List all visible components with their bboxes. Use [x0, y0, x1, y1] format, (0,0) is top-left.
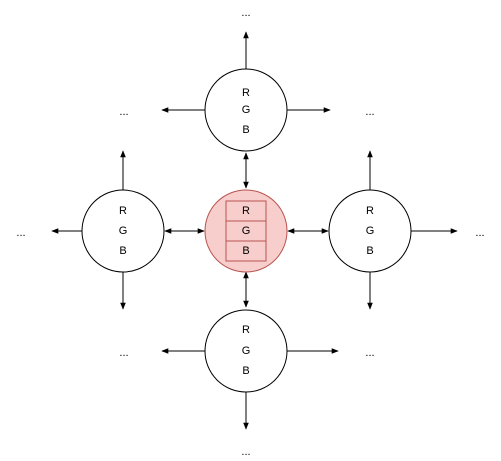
ellipsis-bottom-right: ... — [365, 347, 374, 359]
node-bottom-circle — [204, 309, 288, 393]
node-top-circle — [204, 68, 288, 152]
node-center-label-r: R — [242, 205, 250, 217]
ellipsis-bottom: ... — [241, 446, 250, 458]
ellipsis-top-right: ... — [365, 106, 374, 118]
node-top-label-g: G — [242, 104, 251, 116]
node-center: R G B — [204, 189, 288, 273]
ellipsis-top: ... — [241, 7, 250, 19]
node-left: R G B — [81, 189, 165, 273]
node-right: R G B — [328, 189, 412, 273]
node-left-label-g: G — [119, 225, 128, 237]
node-top-label-r: R — [242, 87, 250, 99]
node-left-circle — [81, 189, 165, 273]
node-right-label-b: B — [366, 245, 373, 257]
node-left-label-b: B — [119, 245, 126, 257]
ellipsis-top-left: ... — [119, 106, 128, 118]
ellipsis-left: ... — [16, 227, 25, 239]
node-bottom-label-g: G — [242, 345, 251, 357]
node-right-label-g: G — [366, 225, 375, 237]
node-left-label-r: R — [119, 205, 127, 217]
node-bottom: R G B — [204, 309, 288, 393]
node-top: R G B — [204, 68, 288, 152]
node-center-box-b — [225, 240, 267, 262]
node-center-label-b: B — [242, 245, 249, 257]
node-right-label-r: R — [366, 205, 374, 217]
ellipsis-right: ... — [475, 227, 484, 239]
ellipsis-bottom-left: ... — [119, 347, 128, 359]
node-center-label-g: G — [242, 225, 251, 237]
node-top-label-b: B — [242, 124, 249, 136]
node-bottom-label-r: R — [242, 324, 250, 336]
node-right-circle — [328, 189, 412, 273]
node-bottom-label-b: B — [242, 365, 249, 377]
